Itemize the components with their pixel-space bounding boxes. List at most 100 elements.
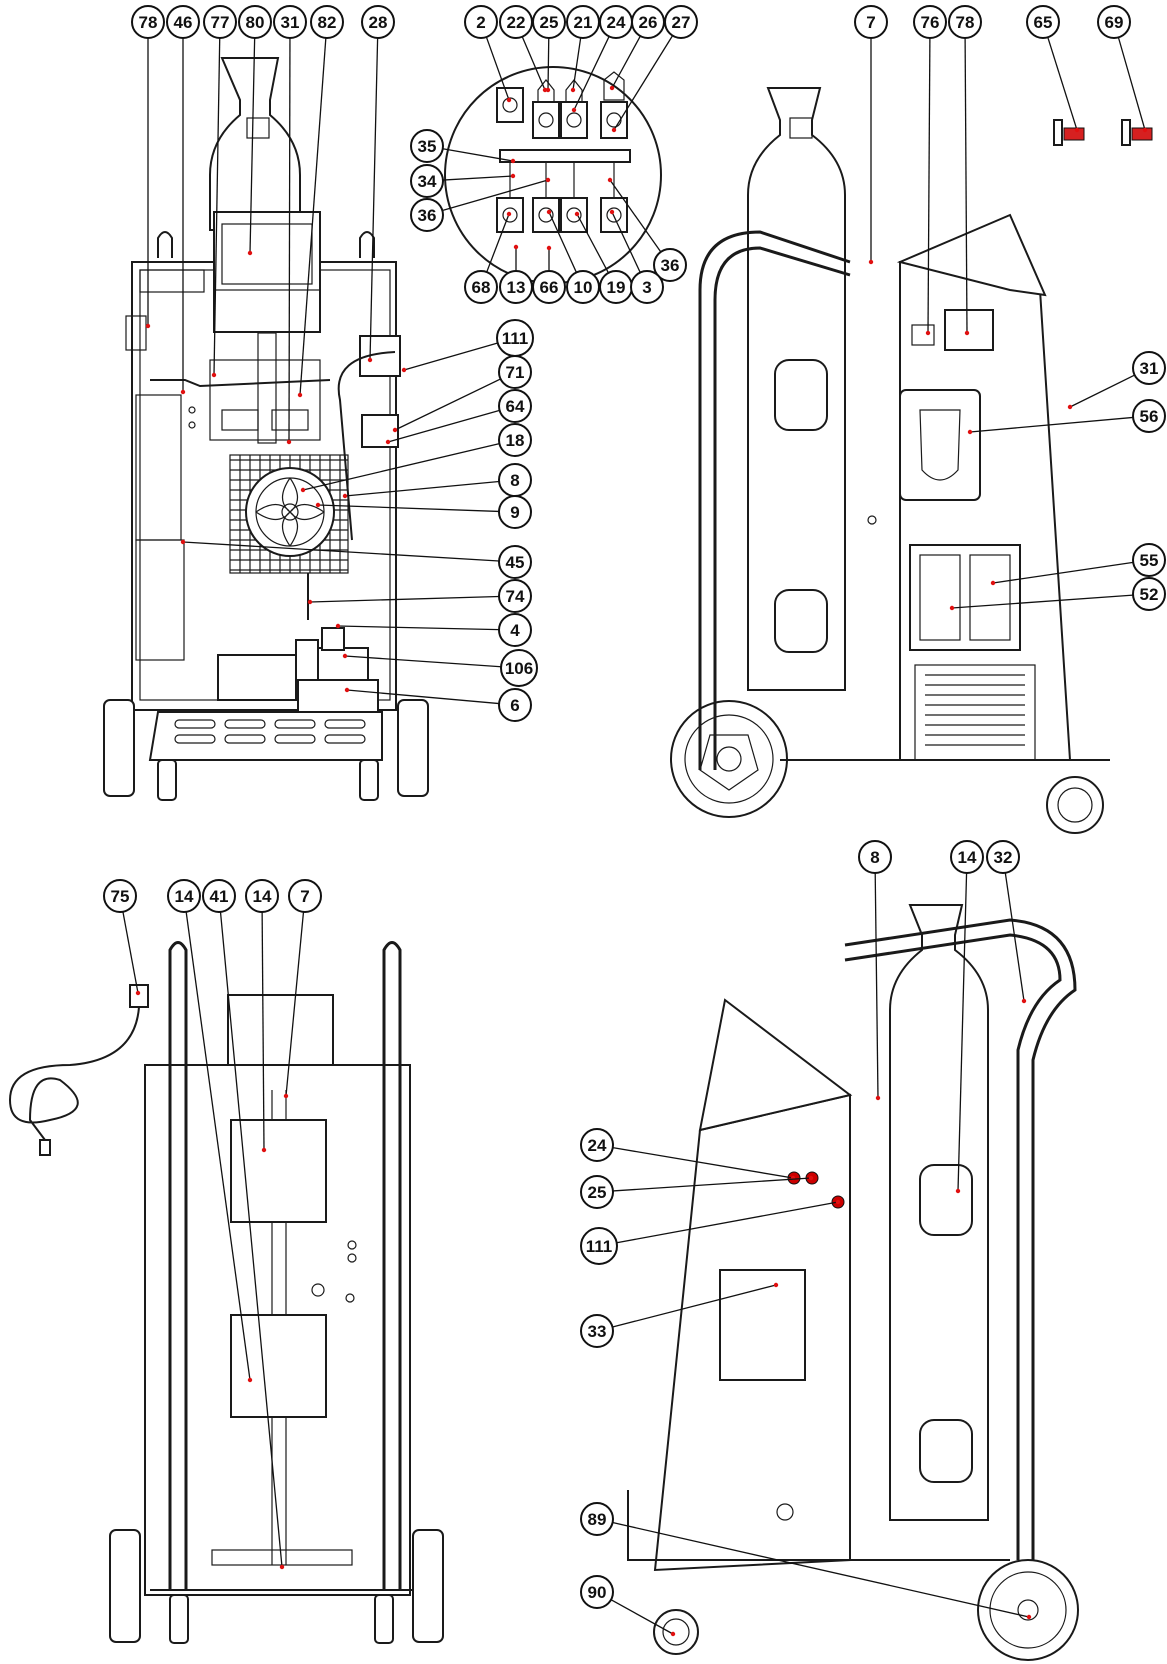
callout-c7a: 7	[854, 5, 888, 39]
callout-bubble	[167, 879, 201, 913]
target-dot-c8b	[875, 1095, 881, 1101]
callout-bubble	[202, 879, 236, 913]
target-dot-c26	[609, 85, 615, 91]
target-dot-c111b	[835, 1199, 841, 1205]
callout-bubble	[131, 5, 165, 39]
target-dot-c10	[546, 209, 552, 215]
leader-line-c32	[1004, 872, 1025, 1002]
callout-number: 7	[866, 13, 875, 32]
callout-number: 36	[661, 256, 680, 275]
leader-line-c75	[122, 911, 139, 994]
target-dot-c3	[609, 209, 615, 215]
callout-bubble	[1097, 5, 1131, 39]
leader-line-c35	[442, 148, 514, 162]
upper-valves	[496, 71, 628, 139]
callout-bubble	[288, 879, 322, 913]
callout-number: 56	[1140, 407, 1159, 426]
callout-number: 74	[506, 587, 525, 606]
leader-line-c26	[611, 35, 641, 89]
leader-line-c34	[442, 175, 514, 181]
callout-bubble	[245, 879, 279, 913]
callout-number: 14	[253, 887, 272, 906]
callout-c25a: 25	[532, 5, 566, 39]
callout-bubble	[498, 389, 532, 423]
leader-line-c82	[299, 37, 327, 396]
leader-line-c6	[346, 689, 500, 705]
callout-number: 6	[510, 696, 519, 715]
callout-number: 55	[1140, 551, 1159, 570]
callout-bubble	[1132, 351, 1166, 385]
leader-line-c7b	[285, 911, 305, 1097]
callout-c19: 19	[599, 270, 633, 304]
callout-c8b: 8	[858, 840, 892, 874]
callout-c9: 9	[498, 495, 532, 529]
callout-c7b: 7	[288, 879, 322, 913]
leader-line-c111a	[403, 342, 498, 371]
callout-bubble	[498, 688, 532, 722]
callout-c14b: 14	[245, 879, 279, 913]
callout-c71: 71	[498, 355, 532, 389]
callout-number: 66	[540, 278, 559, 297]
callout-c24a: 24	[599, 5, 633, 39]
leader-line-c31b	[1069, 374, 1135, 408]
callout-number: 13	[507, 278, 526, 297]
callout-bubble	[913, 5, 947, 39]
target-dot-c21	[570, 87, 576, 93]
leader-line-c8b	[874, 872, 879, 1099]
leader-line-c41	[219, 911, 283, 1568]
callout-c89: 89	[580, 1502, 614, 1536]
callout-number: 36	[418, 206, 437, 225]
callout-c3: 3	[630, 270, 664, 304]
callout-number: 76	[921, 13, 940, 32]
callout-c32: 32	[986, 840, 1020, 874]
callout-bubble	[858, 840, 892, 874]
callout-c31b: 31	[1132, 351, 1166, 385]
target-dot-c14c	[955, 1188, 961, 1194]
callout-bubble	[498, 545, 532, 579]
leader-line-c65	[1047, 37, 1078, 131]
leader-line-c19	[576, 213, 610, 274]
callout-c13: 13	[499, 270, 533, 304]
callout-number: 4	[510, 621, 520, 640]
target-dot-c90	[670, 1631, 676, 1637]
callout-number: 31	[1140, 359, 1159, 378]
callout-number: 18	[506, 431, 525, 450]
target-dot-c19	[574, 211, 580, 217]
target-dot-c13	[513, 244, 519, 250]
side-view-left	[627, 904, 1079, 1661]
callout-c24b: 24	[580, 1128, 614, 1162]
target-dot-c41	[279, 1564, 285, 1570]
tray-slots	[174, 719, 366, 744]
callout-bubble	[653, 248, 687, 282]
callout-number: 82	[318, 13, 337, 32]
callout-number: 9	[510, 503, 519, 522]
callout-c78b: 78	[948, 5, 982, 39]
callout-c35: 35	[410, 129, 444, 163]
callout-c6: 6	[498, 688, 532, 722]
target-dot-c25b	[808, 1175, 814, 1181]
callout-c55: 55	[1132, 543, 1166, 577]
front-view	[103, 57, 429, 801]
target-dot-c64	[385, 439, 391, 445]
target-dot-c106	[342, 653, 348, 659]
callout-number: 35	[418, 137, 437, 156]
callout-number: 25	[540, 13, 559, 32]
callout-number: 8	[510, 471, 519, 490]
leader-line-c14c	[957, 872, 968, 1192]
target-dot-c65	[1074, 127, 1080, 133]
target-dot-c25a	[545, 87, 551, 93]
callout-bubble	[630, 270, 664, 304]
callout-number: 111	[502, 329, 529, 348]
callout-bubble	[310, 5, 344, 39]
callout-c31a: 31	[273, 5, 307, 39]
callout-c28: 28	[361, 5, 395, 39]
callout-c14a: 14	[167, 879, 201, 913]
callout-bubble	[464, 5, 498, 39]
callout-number: 89	[588, 1510, 607, 1529]
target-dot-c46	[180, 389, 186, 395]
callout-bubble	[948, 5, 982, 39]
callout-number: 14	[958, 848, 977, 867]
callout-c33: 33	[580, 1314, 614, 1348]
callout-bubble	[498, 423, 532, 457]
leader-line-c89	[612, 1521, 1030, 1618]
